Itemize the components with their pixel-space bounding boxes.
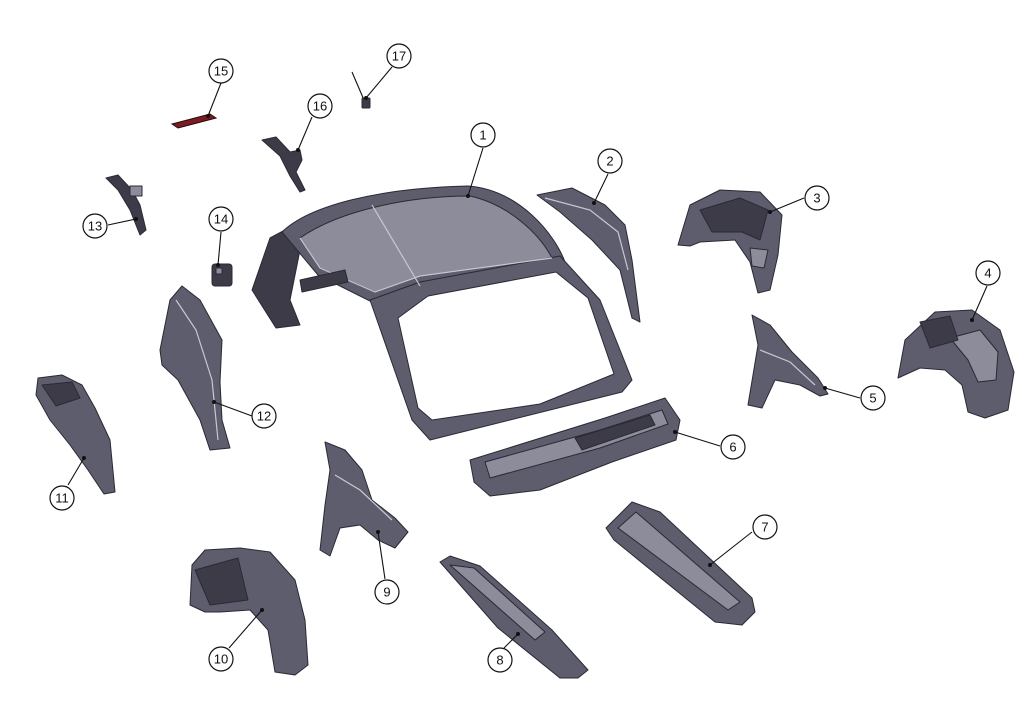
callout-6-label: 6 xyxy=(729,440,736,455)
callout-13-label: 13 xyxy=(88,219,102,234)
part-front-side-panel xyxy=(319,441,409,557)
callout-17: 17 xyxy=(386,43,412,69)
leader-lines xyxy=(67,66,988,649)
callout-3: 3 xyxy=(804,185,830,211)
part-front-pillar-panel xyxy=(159,285,231,451)
callout-4-label: 4 xyxy=(984,266,991,281)
callout-3-label: 3 xyxy=(813,191,820,206)
callout-8: 8 xyxy=(487,647,513,673)
callout-15-label: 15 xyxy=(214,64,228,79)
callout-9-label: 9 xyxy=(383,585,390,600)
part-small-bracket xyxy=(211,263,233,287)
part-high-mount-brake-light xyxy=(170,113,218,129)
part-front-wheel-arch-liner xyxy=(189,547,309,676)
callout-16: 16 xyxy=(307,93,333,119)
part-rear-side-panel xyxy=(747,314,829,409)
part-antenna xyxy=(351,71,371,109)
callout-14: 14 xyxy=(208,206,234,232)
callout-5: 5 xyxy=(860,385,886,411)
callout-15: 15 xyxy=(208,58,234,84)
part-roof-hardtop xyxy=(251,185,633,441)
callout-10: 10 xyxy=(208,646,234,672)
part-left-wheel-arch-liner xyxy=(35,374,116,495)
callout-10-label: 10 xyxy=(214,652,228,667)
callout-16-label: 16 xyxy=(313,99,327,114)
part-latch-mechanism xyxy=(105,174,147,236)
callout-2-label: 2 xyxy=(606,154,613,169)
callout-17-label: 17 xyxy=(392,49,406,64)
callout-14-label: 14 xyxy=(214,212,228,227)
part-wheel-housing xyxy=(897,309,1015,419)
callout-8-label: 8 xyxy=(496,653,503,668)
part-rear-wheel-arch-liner xyxy=(677,189,783,294)
part-hinge-assembly xyxy=(261,136,306,193)
callout-5-label: 5 xyxy=(869,391,876,406)
callout-11-label: 11 xyxy=(55,491,69,506)
callout-6: 6 xyxy=(720,434,746,460)
callout-7: 7 xyxy=(752,514,778,540)
callout-13: 13 xyxy=(82,213,108,239)
part-left-sill xyxy=(439,555,589,679)
callout-7-label: 7 xyxy=(761,520,768,535)
part-quarter-trim xyxy=(536,187,641,323)
callout-1-label: 1 xyxy=(479,128,486,143)
callout-11: 11 xyxy=(49,485,75,511)
callout-12-label: 12 xyxy=(257,409,271,424)
callout-9: 9 xyxy=(374,579,400,605)
callout-4: 4 xyxy=(975,260,1001,286)
callout-1: 1 xyxy=(470,122,496,148)
callout-12: 12 xyxy=(251,403,277,429)
callout-2: 2 xyxy=(597,148,623,174)
part-right-sill xyxy=(605,501,756,626)
part-rear-panel xyxy=(469,397,681,497)
